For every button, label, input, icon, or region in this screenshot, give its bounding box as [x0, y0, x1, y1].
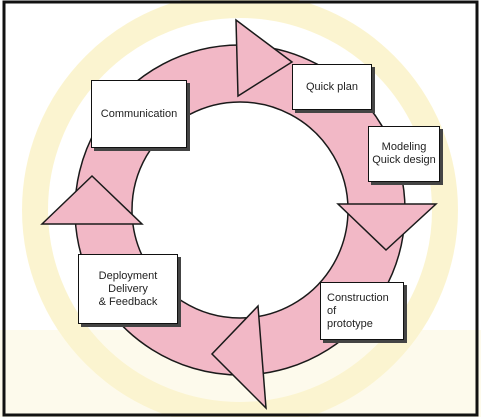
step-deployment-delivery-feedback: Deployment Delivery & Feedback — [78, 254, 178, 324]
arrow-head-right — [336, 203, 438, 252]
arrow-head-left — [40, 174, 144, 225]
arrow-head-bottom — [210, 304, 267, 410]
step-communication: Communication — [91, 80, 187, 148]
step-quick-plan: Quick plan — [292, 64, 372, 110]
step-modeling-quick-design: Modeling Quick design — [368, 126, 440, 182]
arrow-head-top — [235, 18, 294, 98]
step-construction-of-prototype: Construction of prototype — [320, 282, 404, 340]
